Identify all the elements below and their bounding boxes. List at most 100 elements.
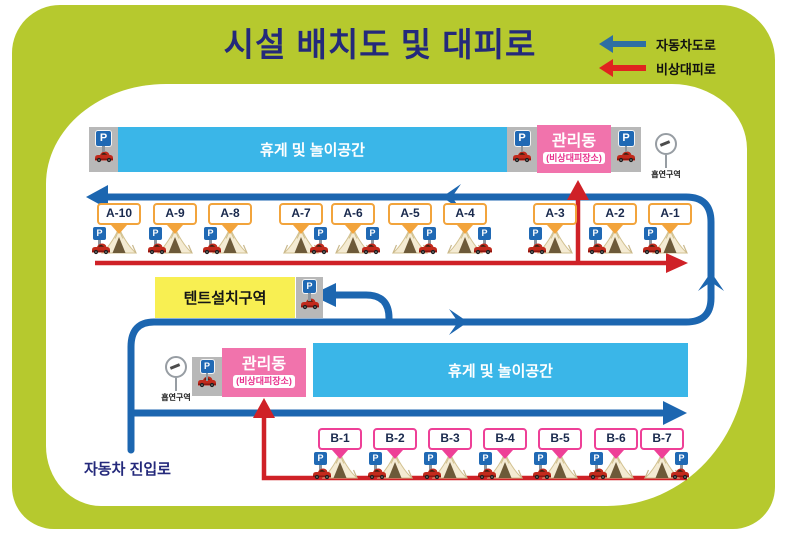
campsite-a-1: A-1 P bbox=[642, 203, 698, 255]
campsite-b-2: B-2 P bbox=[367, 428, 423, 480]
parking-sign-icon: P bbox=[644, 227, 657, 248]
car-slot bbox=[642, 242, 662, 260]
parking-sign-icon: P bbox=[303, 280, 316, 302]
tent-zone: 텐트설치구역 bbox=[155, 277, 295, 318]
sign-pole bbox=[174, 378, 178, 391]
parking-bay-admin-bottom: P bbox=[192, 357, 222, 396]
car-icon bbox=[368, 468, 386, 480]
car-icon bbox=[528, 243, 546, 255]
car-icon bbox=[310, 243, 328, 255]
car-slot bbox=[361, 242, 381, 260]
car-road-chevron-up bbox=[698, 272, 724, 291]
campsite-a-3: A-3 P bbox=[527, 203, 583, 255]
site-sign: B-6 bbox=[594, 428, 638, 450]
car-icon bbox=[588, 243, 606, 255]
parking-sign-icon: P bbox=[479, 452, 492, 473]
car-icon bbox=[419, 243, 437, 255]
parking-sign-icon: P bbox=[589, 227, 602, 248]
rest-play-area-bottom: 휴게 및 놀이공간 bbox=[313, 343, 688, 397]
legend: 자동차도로 비상대피로 bbox=[599, 32, 716, 80]
car-road-arrowhead-branch bbox=[311, 283, 336, 307]
site-sign: A-4 bbox=[443, 203, 487, 225]
legend-car-road: 자동차도로 bbox=[599, 32, 716, 56]
car-icon bbox=[92, 243, 110, 255]
evac-route-a-arrowhead bbox=[666, 253, 688, 273]
site-sign: A-1 bbox=[648, 203, 692, 225]
car-icon bbox=[617, 151, 635, 163]
rest-play-area-top: 휴게 및 놀이공간 bbox=[118, 127, 507, 172]
car-slot bbox=[527, 242, 547, 260]
site-sign: A-7 bbox=[279, 203, 323, 225]
campsite-a-7: A-7 P bbox=[273, 203, 329, 255]
car-icon bbox=[423, 468, 441, 480]
car-slot bbox=[532, 467, 552, 485]
campsite-a-10: A-10 P bbox=[91, 203, 147, 255]
parking-sign-icon: P bbox=[529, 227, 542, 248]
campsite-a-9: A-9 P bbox=[147, 203, 203, 255]
car-slot bbox=[309, 242, 329, 260]
admin-building-top-label: 관리동 bbox=[551, 132, 597, 150]
campsite-b-4: B-4 P bbox=[477, 428, 533, 480]
campsite-b-5: B-5 P bbox=[532, 428, 588, 480]
tent-zone-label: 텐트설치구역 bbox=[183, 290, 267, 307]
sign-pole bbox=[664, 155, 668, 168]
parking-sign-icon: P bbox=[675, 452, 688, 473]
admin-building-top: 관리동 (비상대피장소) bbox=[537, 125, 611, 173]
car-slot bbox=[312, 467, 332, 485]
parking-sign-icon: P bbox=[93, 227, 106, 248]
parking-sign-icon: P bbox=[618, 131, 634, 152]
campsite-b-7: B-7 P bbox=[634, 428, 690, 480]
car-slot bbox=[477, 467, 497, 485]
parking-bay-admin-left: P bbox=[507, 127, 537, 172]
evac-route-a-branch-arrowhead bbox=[567, 180, 589, 200]
car-entrance-label: 자동차 진입로 bbox=[84, 461, 171, 478]
campsite-b-1: B-1 P bbox=[312, 428, 368, 480]
car-icon bbox=[512, 150, 532, 168]
car-icon bbox=[300, 297, 320, 315]
car-icon bbox=[203, 243, 221, 255]
site-sign: B-5 bbox=[538, 428, 582, 450]
campsite-a-8: A-8 P bbox=[202, 203, 258, 255]
smoking-area-top-label: 흡연구역 bbox=[651, 170, 681, 179]
parking-sign-icon: P bbox=[96, 131, 111, 152]
car-icon bbox=[589, 468, 607, 480]
parking-bay-tent-zone: P bbox=[296, 277, 323, 318]
legend-car-road-label: 자동차도로 bbox=[656, 37, 716, 53]
site-sign: A-3 bbox=[533, 203, 577, 225]
site-sign: A-5 bbox=[388, 203, 432, 225]
legend-evac-route: 비상대피로 bbox=[599, 56, 716, 80]
campsite-a-2: A-2 P bbox=[587, 203, 643, 255]
car-road-chevron-mid bbox=[449, 309, 468, 335]
site-sign: B-3 bbox=[428, 428, 472, 450]
page-title: 시설 배치도 및 대피로 bbox=[223, 26, 537, 63]
car-icon bbox=[671, 468, 689, 480]
site-sign: A-6 bbox=[331, 203, 375, 225]
parking-sign-icon: P bbox=[369, 452, 382, 473]
car-road-tent-branch bbox=[330, 291, 393, 325]
car-slot bbox=[670, 467, 690, 485]
car-icon bbox=[300, 298, 319, 309]
parking-sign-icon: P bbox=[204, 227, 217, 248]
parking-sign-icon: P bbox=[478, 227, 491, 248]
site-sign: A-9 bbox=[153, 203, 197, 225]
rest-play-area-top-label: 휴게 및 놀이공간 bbox=[260, 142, 365, 159]
car-icon bbox=[362, 243, 380, 255]
car-icon bbox=[474, 243, 492, 255]
campsite-a-6: A-6 P bbox=[325, 203, 381, 255]
parking-sign-icon: P bbox=[514, 131, 530, 152]
parking-sign-icon: P bbox=[149, 227, 162, 248]
car-icon bbox=[148, 243, 166, 255]
site-sign: B-7 bbox=[640, 428, 684, 450]
smoking-area-top: 흡연구역 bbox=[643, 133, 689, 180]
rest-play-area-bottom-label: 휴게 및 놀이공간 bbox=[448, 362, 553, 380]
parking-bay-admin-right: P bbox=[611, 127, 641, 172]
car-slot bbox=[588, 467, 608, 485]
car-road-arrow-icon bbox=[599, 35, 646, 53]
campsite-a-5: A-5 P bbox=[382, 203, 438, 255]
car-road-arrowhead-b-end bbox=[663, 401, 687, 425]
car-icon bbox=[94, 150, 114, 168]
site-sign: B-2 bbox=[373, 428, 417, 450]
car-slot bbox=[418, 242, 438, 260]
car-icon bbox=[94, 151, 113, 163]
